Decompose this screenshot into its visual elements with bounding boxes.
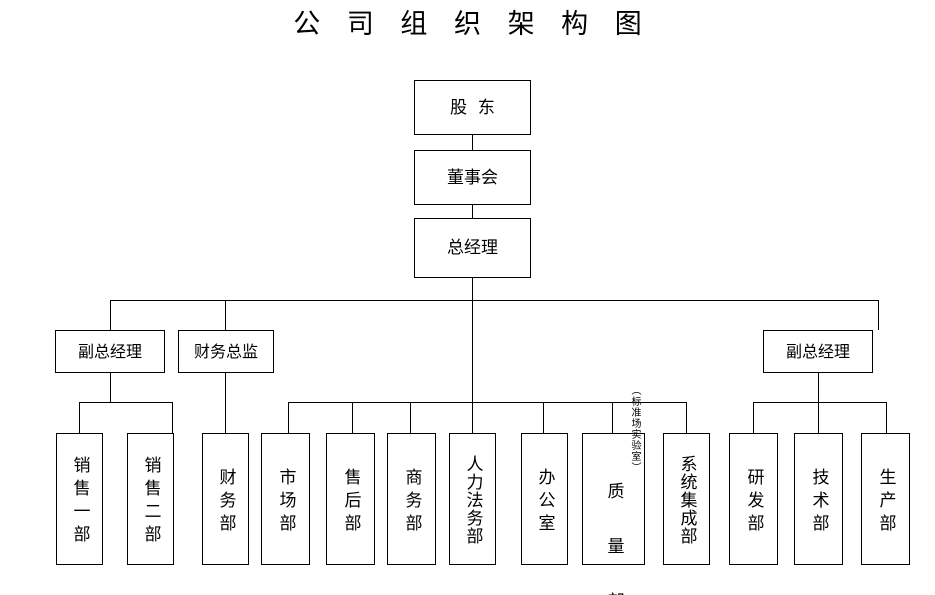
bus-level2 <box>110 300 878 301</box>
node-technology-label: 技术部 <box>808 467 829 537</box>
node-cfo-label: 财务总监 <box>193 341 258 361</box>
node-deputy-gm-left-label: 副总经理 <box>77 341 142 361</box>
node-board[interactable]: 董事会 <box>414 150 531 205</box>
node-business-label: 商务部 <box>401 467 422 537</box>
bus-center <box>288 402 686 403</box>
node-shareholders-label: 股 东 <box>450 97 495 118</box>
node-office-label: 办公室 <box>534 467 555 537</box>
node-rnd-label: 研发部 <box>743 467 764 537</box>
node-office[interactable]: 办公室 <box>521 433 568 565</box>
node-marketing-label: 市场部 <box>275 467 296 537</box>
node-hr-legal-label: 人力法务部 <box>462 454 483 545</box>
node-quality-label: 质 量 部 <box>603 482 624 595</box>
node-after-sales[interactable]: 售后部 <box>326 433 375 565</box>
node-cfo[interactable]: 财务总监 <box>178 330 274 373</box>
node-deputy-gm-right[interactable]: 副总经理 <box>763 330 873 373</box>
node-marketing[interactable]: 市场部 <box>261 433 310 565</box>
node-deputy-gm-left[interactable]: 副总经理 <box>55 330 165 373</box>
connector-bus-right-to-rnd <box>753 402 754 433</box>
bus-right <box>753 402 886 403</box>
node-quality-sublabel: （标准场实验室） <box>629 385 640 473</box>
connector-bus2-to-deputy-gm-right <box>878 300 879 330</box>
node-sales-1-label: 销售一部 <box>69 456 90 548</box>
connector-bus-center-to-hr-legal <box>472 402 473 433</box>
node-rnd[interactable]: 研发部 <box>729 433 778 565</box>
bus-sales <box>79 402 172 403</box>
node-board-label: 董事会 <box>447 167 498 188</box>
node-production-label: 生产部 <box>875 467 896 537</box>
connector-bus-center-to-office <box>543 402 544 433</box>
node-finance-label: 财务部 <box>215 467 236 537</box>
connector-bus2-to-cfo <box>225 300 226 330</box>
node-shareholders[interactable]: 股 东 <box>414 80 531 135</box>
connector-bus-center-to-after-sales <box>352 402 353 433</box>
connector-deputy-gm-right-trunk <box>818 373 819 402</box>
connector-bus-center-to-business <box>410 402 411 433</box>
node-deputy-gm-right-label: 副总经理 <box>785 341 850 361</box>
node-technology[interactable]: 技术部 <box>794 433 843 565</box>
connector-bus-center-to-marketing <box>288 402 289 433</box>
page-title: 公 司 组 织 架 构 图 <box>293 9 651 40</box>
connector-bus-center-to-system-integration <box>686 402 687 433</box>
connector-bus-center-to-quality <box>612 402 613 433</box>
connector-gm-trunk <box>472 278 473 300</box>
node-system-integration[interactable]: 系统集成部 <box>663 433 710 565</box>
node-general-manager[interactable]: 总经理 <box>414 218 531 278</box>
connector-bus2-to-deputy-gm-left <box>110 300 111 330</box>
connector-bus-sales-to-sales-2 <box>172 402 173 433</box>
connector-bus-right-to-technology <box>818 402 819 433</box>
connector-bus2-to-center-bus <box>472 300 473 402</box>
node-general-manager-label: 总经理 <box>447 238 498 258</box>
node-after-sales-label: 售后部 <box>340 467 361 537</box>
node-sales-2[interactable]: 销售二部 <box>127 433 174 565</box>
connector-deputy-gm-left-trunk <box>110 373 111 402</box>
connector-bus-right-to-production <box>886 402 887 433</box>
connector-shareholders-to-board <box>472 135 473 150</box>
node-business[interactable]: 商务部 <box>387 433 436 565</box>
node-hr-legal[interactable]: 人力法务部 <box>449 433 496 565</box>
connector-cfo-to-finance <box>225 373 226 433</box>
node-production[interactable]: 生产部 <box>861 433 910 565</box>
node-finance[interactable]: 财务部 <box>202 433 249 565</box>
connector-board-to-gm <box>472 205 473 218</box>
connector-bus-sales-to-sales-1 <box>79 402 80 433</box>
node-sales-2-label: 销售二部 <box>140 456 161 548</box>
node-sales-1[interactable]: 销售一部 <box>56 433 103 565</box>
node-quality[interactable]: （标准场实验室） 质 量 部 <box>582 385 645 595</box>
node-system-integration-label: 系统集成部 <box>676 454 697 545</box>
